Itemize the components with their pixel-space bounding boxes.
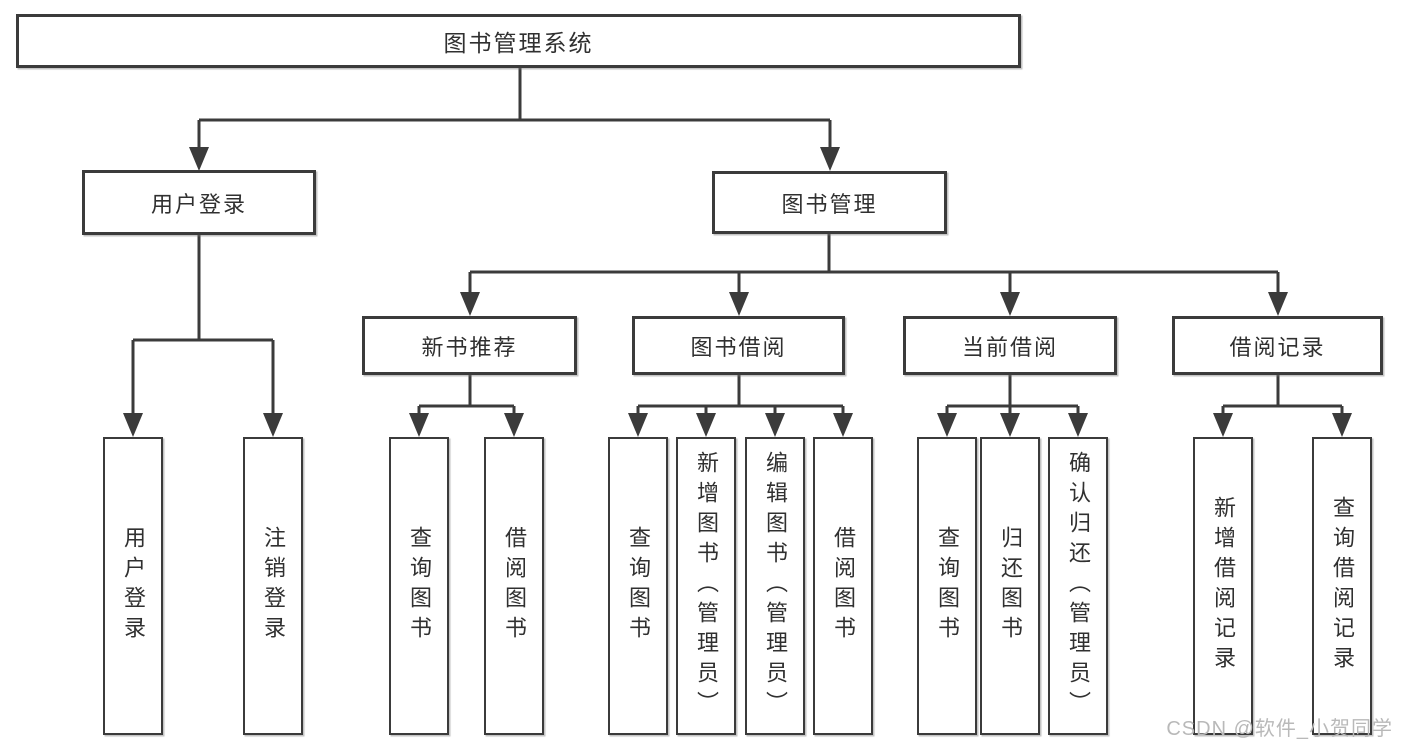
node-leaf-query-book-recommend: 查询图书 bbox=[389, 437, 449, 735]
connector-root-to-level2 bbox=[189, 68, 840, 171]
connector-new-book-recommend-to-leaves bbox=[409, 375, 524, 437]
node-current-borrow: 当前借阅 bbox=[903, 316, 1117, 375]
node-leaf-borrow-book: 借阅图书 bbox=[813, 437, 873, 735]
node-leaf-query-book-current: 查询图书 bbox=[917, 437, 977, 735]
arrowhead-icon bbox=[937, 413, 957, 437]
node-label: 新增图书（管理员） bbox=[694, 451, 719, 721]
node-book-management: 图书管理 bbox=[712, 171, 947, 234]
connector-book-management-to-level3 bbox=[460, 234, 1288, 316]
node-label: 归还图书 bbox=[998, 526, 1023, 646]
node-label: 借阅记录 bbox=[1229, 334, 1326, 360]
arrowhead-icon bbox=[123, 413, 143, 437]
node-label: 查询图书 bbox=[935, 526, 960, 646]
node-leaf-logout: 注销登录 bbox=[243, 437, 303, 735]
arrowhead-icon bbox=[1332, 413, 1352, 437]
arrowhead-icon bbox=[1068, 413, 1088, 437]
arrowhead-icon bbox=[833, 413, 853, 437]
node-label: 新书推荐 bbox=[421, 334, 518, 360]
node-label: 查询图书 bbox=[407, 526, 432, 646]
node-label: 新增借阅记录 bbox=[1211, 496, 1236, 676]
node-leaf-query-borrow-record: 查询借阅记录 bbox=[1312, 437, 1372, 735]
connector-borrow-record-to-leaves bbox=[1213, 375, 1352, 437]
node-label: 编辑图书（管理员） bbox=[763, 451, 788, 721]
node-label: 确认归还（管理员） bbox=[1066, 451, 1091, 721]
node-leaf-borrow-book-recommend: 借阅图书 bbox=[484, 437, 544, 735]
arrowhead-icon bbox=[628, 413, 648, 437]
arrowhead-icon bbox=[820, 147, 840, 171]
connector-user-login-to-leaves bbox=[123, 235, 283, 437]
node-leaf-confirm-return-admin: 确认归还（管理员） bbox=[1048, 437, 1108, 735]
connector-current-borrow-to-leaves bbox=[937, 375, 1088, 437]
arrowhead-icon bbox=[263, 413, 283, 437]
node-label: 图书管理系统 bbox=[443, 30, 594, 56]
connector-book-borrow-to-leaves bbox=[628, 375, 853, 437]
node-leaf-add-book-admin: 新增图书（管理员） bbox=[676, 437, 736, 735]
arrowhead-icon bbox=[504, 413, 524, 437]
node-label: 图书借阅 bbox=[690, 334, 787, 360]
node-label: 当前借阅 bbox=[961, 334, 1058, 360]
node-label: 借阅图书 bbox=[502, 526, 527, 646]
node-label: 查询借阅记录 bbox=[1330, 496, 1355, 676]
arrowhead-icon bbox=[409, 413, 429, 437]
node-leaf-add-borrow-record: 新增借阅记录 bbox=[1193, 437, 1253, 735]
node-new-book-recommend: 新书推荐 bbox=[362, 316, 577, 375]
arrowhead-icon bbox=[729, 292, 749, 316]
arrowhead-icon bbox=[696, 413, 716, 437]
node-label: 借阅图书 bbox=[831, 526, 856, 646]
node-label: 用户登录 bbox=[121, 526, 146, 646]
node-label: 用户登录 bbox=[150, 191, 247, 217]
node-label: 注销登录 bbox=[261, 526, 286, 646]
node-leaf-user-login: 用户登录 bbox=[103, 437, 163, 735]
node-user-login: 用户登录 bbox=[82, 170, 316, 235]
arrowhead-icon bbox=[1000, 292, 1020, 316]
csdn-watermark: CSDN @软件_小贺同学 bbox=[1166, 718, 1393, 740]
arrowhead-icon bbox=[1213, 413, 1233, 437]
node-leaf-query-book-borrow: 查询图书 bbox=[608, 437, 668, 735]
arrowhead-icon bbox=[460, 292, 480, 316]
node-book-borrow: 图书借阅 bbox=[632, 316, 845, 375]
node-label: 图书管理 bbox=[781, 191, 878, 217]
arrowhead-icon bbox=[765, 413, 785, 437]
node-borrow-record: 借阅记录 bbox=[1172, 316, 1383, 375]
node-label: 查询图书 bbox=[626, 526, 651, 646]
node-leaf-return-book: 归还图书 bbox=[980, 437, 1040, 735]
arrowhead-icon bbox=[1000, 413, 1020, 437]
arrowhead-icon bbox=[189, 147, 209, 171]
node-leaf-edit-book-admin: 编辑图书（管理员） bbox=[745, 437, 805, 735]
arrowhead-icon bbox=[1268, 292, 1288, 316]
node-root: 图书管理系统 bbox=[16, 14, 1021, 68]
